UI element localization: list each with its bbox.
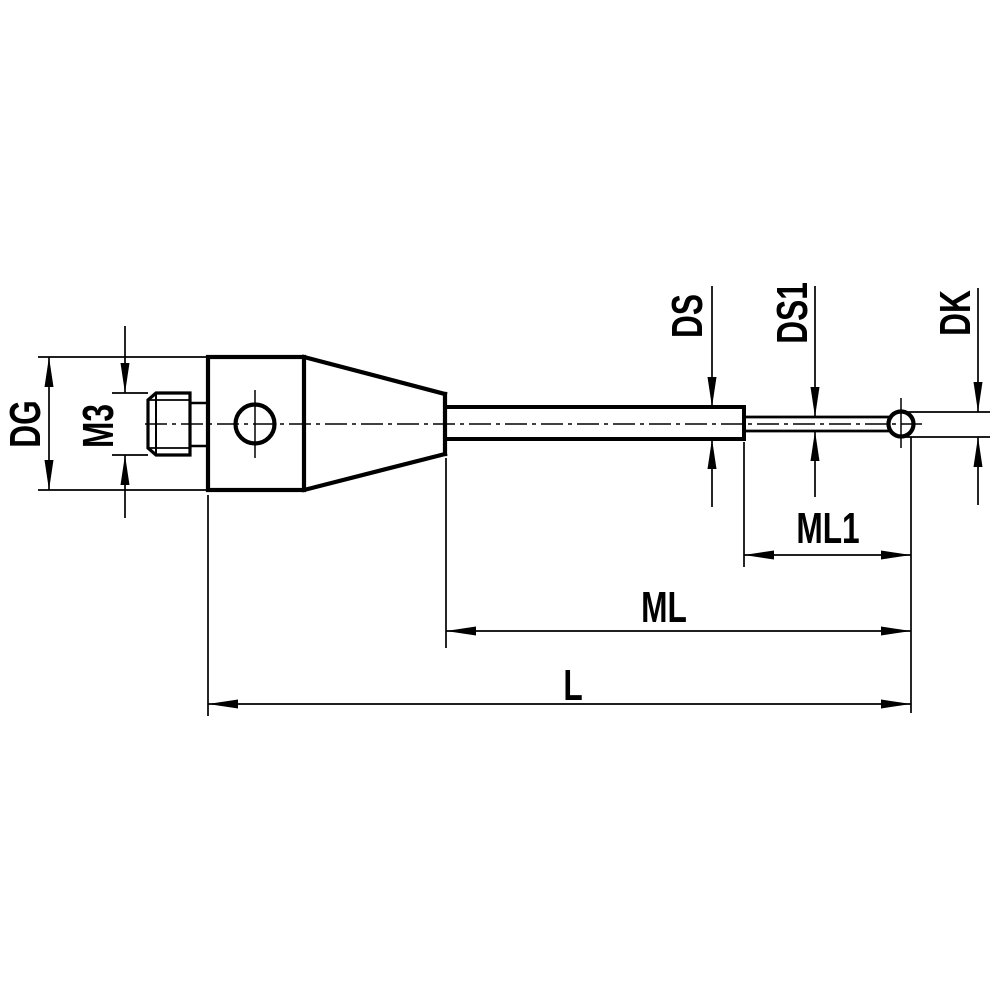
cone-top-edge	[301, 354, 448, 397]
label-ml: ML	[641, 583, 687, 632]
cone-bottom-edge	[301, 451, 448, 493]
label-dk: DK	[931, 290, 980, 336]
dg-arrow-down	[44, 460, 54, 490]
ml1-arrow-left	[744, 550, 774, 560]
l-arrow-right	[881, 699, 911, 709]
dk-arrow-down	[973, 382, 983, 412]
dimension-ds1: DS1	[768, 282, 820, 497]
ds1-arrow-down	[810, 387, 820, 417]
ds-arrow-down	[707, 377, 717, 407]
m3-arrow-up	[120, 455, 130, 485]
label-ml1: ML1	[796, 504, 859, 553]
ml-arrow-right	[881, 626, 911, 636]
dimension-dg: DG	[1, 356, 206, 491]
dimension-ml1: ML1	[743, 442, 911, 567]
dimension-m3: M3	[74, 326, 148, 518]
stylus-outline	[145, 354, 922, 493]
dimension-dk: DK	[904, 288, 990, 505]
label-l: L	[563, 661, 582, 710]
ml-arrow-left	[446, 626, 476, 636]
dk-arrow-up	[973, 437, 983, 467]
l-arrow-left	[208, 699, 238, 709]
label-ds1: DS1	[768, 282, 817, 344]
ds-arrow-up	[707, 439, 717, 469]
ds1-arrow-up	[810, 431, 820, 461]
label-dg: DG	[1, 400, 50, 448]
dimension-ml: ML	[445, 458, 911, 648]
label-m3: M3	[74, 404, 123, 448]
m3-arrow-down	[120, 363, 130, 393]
ml1-arrow-right	[881, 550, 911, 560]
dimension-l: L	[207, 495, 911, 716]
dimension-ds: DS	[663, 286, 717, 507]
dg-arrow-up	[44, 357, 54, 387]
label-ds: DS	[663, 294, 712, 338]
